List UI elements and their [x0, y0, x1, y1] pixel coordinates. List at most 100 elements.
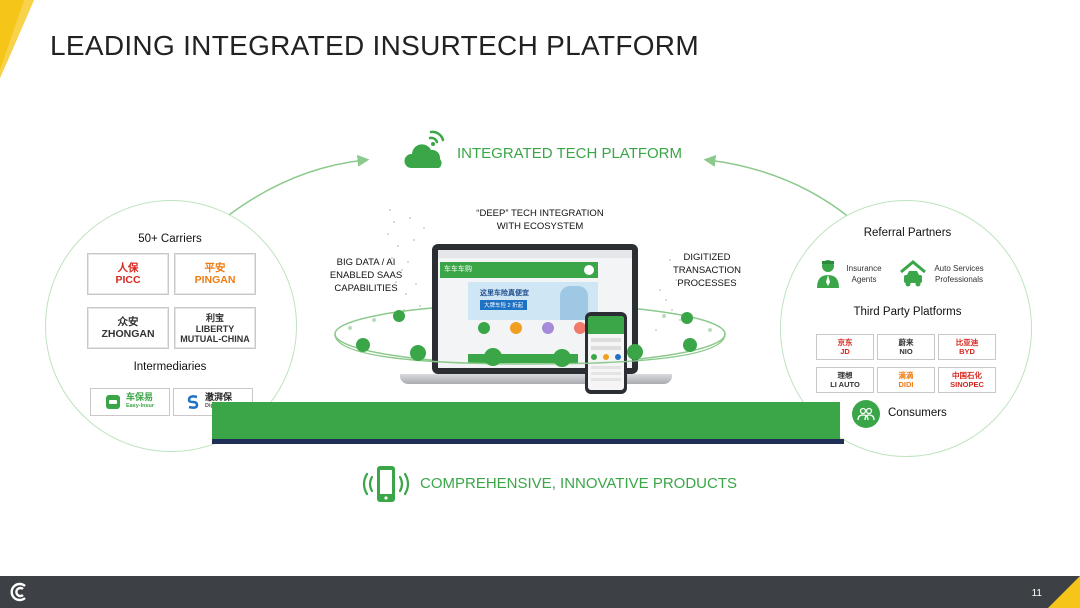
phone-row	[591, 372, 621, 375]
banner-illustration	[560, 286, 588, 320]
carrier-cn-name: 利宝	[205, 313, 224, 323]
platform-cn-name: 滴滴	[898, 371, 914, 380]
car-badge-icon	[105, 395, 120, 409]
caption-line: “DEEP” TECH INTEGRATION	[476, 208, 604, 219]
cloud-icon	[403, 128, 447, 177]
platform-cn-name: 京东	[837, 338, 853, 347]
app-feature-icon	[574, 322, 586, 334]
platform-cn-name: 比亚迪	[955, 338, 979, 347]
intermediary-cn-name: 澈湃保	[205, 392, 233, 402]
platform-cn-name: 理想	[837, 371, 853, 380]
caption-line: BIG DATA / AI	[336, 257, 396, 268]
data-stream-dots	[387, 209, 681, 331]
left-arc-arrow	[224, 154, 370, 219]
platform-en-name: SINOPEC	[950, 380, 984, 389]
agent-icon	[816, 258, 840, 293]
connector-arcs	[224, 154, 851, 219]
platform-logo-nio: 蔚来 NIO	[877, 334, 935, 360]
app-banner: 这里车险真便宜 大牌车险 2 折起	[468, 282, 598, 320]
footer-corner-accent	[1048, 576, 1080, 608]
carrier-en-name-2: MUTUAL-CHINA	[180, 334, 250, 344]
app-bottom-bar	[468, 354, 578, 363]
caption-line: DIGITIZED	[683, 252, 731, 263]
platform-en-name: BYD	[959, 347, 975, 356]
carrier-en-name: ZHONGAN	[101, 328, 155, 340]
phone-row	[591, 338, 621, 342]
banner-text: 这里车险真便宜	[480, 290, 529, 297]
insurance-agents-label: Insurance Agents	[838, 263, 890, 285]
platform-logo-byd: 比亚迪 BYD	[938, 334, 996, 360]
carrier-logo-zhongan: 众安 ZHONGAN	[87, 307, 169, 349]
platform-logo-sinopec: 中国石化 SINOPEC	[938, 367, 996, 393]
digitized-caption: DIGITIZED TRANSACTION PROCESSES	[667, 251, 747, 290]
big-data-caption: BIG DATA / AI ENABLED SAAS CAPABILITIES	[326, 256, 406, 295]
carrier-cn-name: 众安	[117, 316, 139, 328]
carrier-logo-pingan: 平安 PINGAN	[174, 253, 256, 295]
page-title: LEADING INTEGRATED INSURTECH PLATFORM	[50, 30, 699, 61]
referral-label-line1: Insurance	[846, 264, 882, 273]
platform-cn-name: 中国石化	[952, 371, 982, 380]
app-feature-icon	[510, 322, 522, 334]
phone-screen	[588, 316, 624, 390]
caption-line: TRANSACTION	[672, 265, 742, 276]
carrier-en-name: PICC	[115, 274, 141, 286]
corner-accent-stripe	[0, 0, 34, 78]
phone-icon-dot	[603, 354, 609, 360]
referral-label-line1: Auto Services	[934, 264, 984, 273]
laptop-screen: 车车车购 这里车险真便宜 大牌车险 2 折起	[438, 250, 632, 368]
banner-subtext: 大牌车险 2 折起	[480, 300, 528, 310]
phone-header	[588, 316, 624, 334]
carrier-cn-name: 平安	[204, 262, 226, 274]
caption-line: ENABLED SAAS	[329, 270, 403, 281]
referral-label-line2: Agents	[851, 275, 877, 284]
carrier-en-name: PINGAN	[194, 274, 236, 286]
carrier-logo-liberty: 利宝 LIBERTY MUTUAL-CHINA	[174, 307, 256, 349]
consumers-label: Consumers	[888, 407, 947, 419]
car-service-icon	[899, 260, 927, 293]
app-name: 车车车购	[444, 266, 472, 273]
intermediary-en-name: Easy-Insur	[125, 403, 155, 409]
platform-base-bar	[212, 402, 840, 439]
footer-bar	[0, 576, 1080, 608]
phone-row	[591, 366, 621, 369]
company-logo-icon	[10, 582, 30, 607]
intermediary-logo-easy-insur: 车保易 Easy-Insur	[90, 388, 170, 416]
carriers-title: 50+ Carriers	[138, 233, 202, 245]
s-logo-icon	[187, 395, 199, 409]
carrier-cn-name: 人保	[117, 262, 139, 274]
platform-en-name: LI AUTO	[830, 380, 860, 389]
orbit-nodes	[334, 310, 726, 367]
platform-logo-li-auto: 理想 LI AUTO	[816, 367, 874, 393]
phone-row	[591, 346, 621, 350]
phone-icon-dot	[615, 354, 621, 360]
platform-en-name: JD	[840, 347, 850, 356]
carrier-en-name: LIBERTY	[195, 324, 235, 334]
platform-base-shadow	[212, 439, 844, 444]
third-party-platforms-title: Third Party Platforms	[853, 306, 962, 318]
browser-tabbar	[438, 250, 632, 258]
mobile-icon	[362, 465, 410, 508]
deep-integration-caption: “DEEP” TECH INTEGRATION WITH ECOSYSTEM	[470, 207, 610, 233]
consumers-icon	[852, 400, 880, 428]
intermediaries-title: Intermediaries	[133, 361, 207, 373]
right-arc-arrow	[703, 154, 851, 219]
intermediary-cn-name: 车保易	[125, 392, 153, 402]
laptop-base	[400, 374, 672, 384]
caption-line: WITH ECOSYSTEM	[496, 221, 584, 232]
app-feature-icon	[542, 322, 554, 334]
phone-icon-dot	[591, 354, 597, 360]
referral-label-line2: Professionals	[934, 275, 984, 284]
platform-label: INTEGRATED TECH PLATFORM	[457, 145, 683, 162]
platform-logo-didi: 滴滴 DIDI	[877, 367, 935, 393]
platform-cn-name: 蔚来	[898, 338, 914, 347]
caption-line: PROCESSES	[677, 278, 737, 289]
app-feature-icon	[478, 322, 490, 334]
page-number: 11	[1031, 588, 1042, 599]
auto-services-label: Auto Services Professionals	[928, 263, 990, 285]
products-label: COMPREHENSIVE, INNOVATIVE PRODUCTS	[420, 475, 737, 492]
platform-logo-jd: 京东 JD	[816, 334, 874, 360]
referral-partners-title: Referral Partners	[863, 227, 952, 239]
profile-icon	[584, 265, 594, 275]
carrier-logo-picc: 人保 PICC	[87, 253, 169, 295]
app-header: 车车车购	[440, 262, 598, 278]
